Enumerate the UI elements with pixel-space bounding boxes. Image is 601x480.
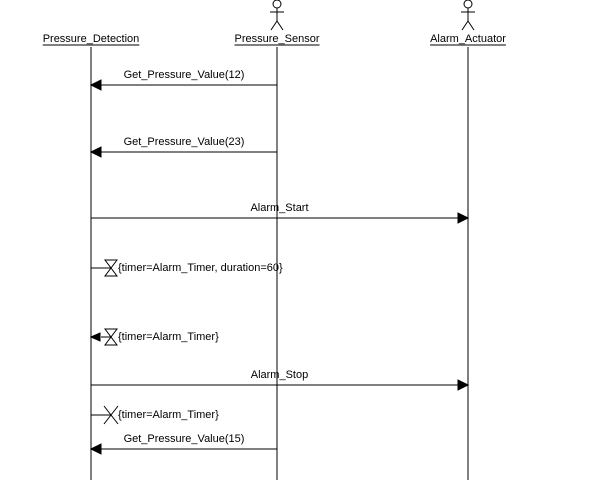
message-label: Get_Pressure_Value(23) [124, 136, 245, 148]
actor-icon [270, 0, 284, 31]
message-label: Get_Pressure_Value(12) [124, 69, 245, 81]
timer-start-4: {timer=Alarm_Timer, duration=60} [91, 259, 283, 277]
events: Get_Pressure_Value(12) Get_Pressure_Value… [89, 69, 470, 455]
hourglass-icon [104, 259, 118, 277]
timeout-arrowhead [89, 332, 101, 342]
actor-head [463, 0, 473, 9]
message-8: Get_Pressure_Value(15) [89, 433, 277, 455]
message-3: Alarm_Start [91, 202, 470, 224]
lifeline-name: Pressure_Sensor [235, 33, 320, 45]
message-label: Get_Pressure_Value(15) [124, 433, 245, 445]
hourglass-icon [104, 328, 118, 346]
lifeline-name: Pressure_Detection [43, 33, 140, 45]
timer-label: {timer=Alarm_Timer} [118, 409, 219, 421]
message-arrowhead [457, 379, 470, 391]
timer-label: {timer=Alarm_Timer} [118, 331, 219, 343]
message-label: Alarm_Start [250, 202, 308, 214]
lifeline-detection: Pressure_Detection [42, 33, 140, 480]
lifeline-name: Alarm_Actuator [430, 33, 506, 45]
actor-right-leg [276, 20, 284, 31]
timer-timeout-5: {timer=Alarm_Timer} [89, 328, 219, 346]
actor-head [272, 0, 282, 9]
message-2: Get_Pressure_Value(23) [89, 136, 277, 158]
message-arrowhead [89, 443, 102, 455]
actor-icon [461, 0, 475, 31]
message-1: Get_Pressure_Value(12) [89, 69, 277, 91]
cancel-cross-icon [103, 405, 119, 425]
actor-right-leg [467, 20, 475, 31]
message-arrowhead [89, 79, 102, 91]
message-arrowhead [457, 212, 470, 224]
timer-cancel-7: {timer=Alarm_Timer} [91, 405, 219, 425]
actor-left-leg [461, 20, 469, 31]
message-arrowhead [89, 146, 102, 158]
message-6: Alarm_Stop [91, 369, 470, 391]
lifeline-sensor: Pressure_Sensor [234, 0, 320, 480]
lifeline-actuator: Alarm_Actuator [430, 0, 506, 480]
timer-label: {timer=Alarm_Timer, duration=60} [118, 262, 283, 274]
lifelines: Pressure_Detection Pressure_Sensor Alarm_A… [42, 0, 506, 480]
message-label: Alarm_Stop [251, 369, 308, 381]
actor-left-leg [270, 20, 278, 31]
